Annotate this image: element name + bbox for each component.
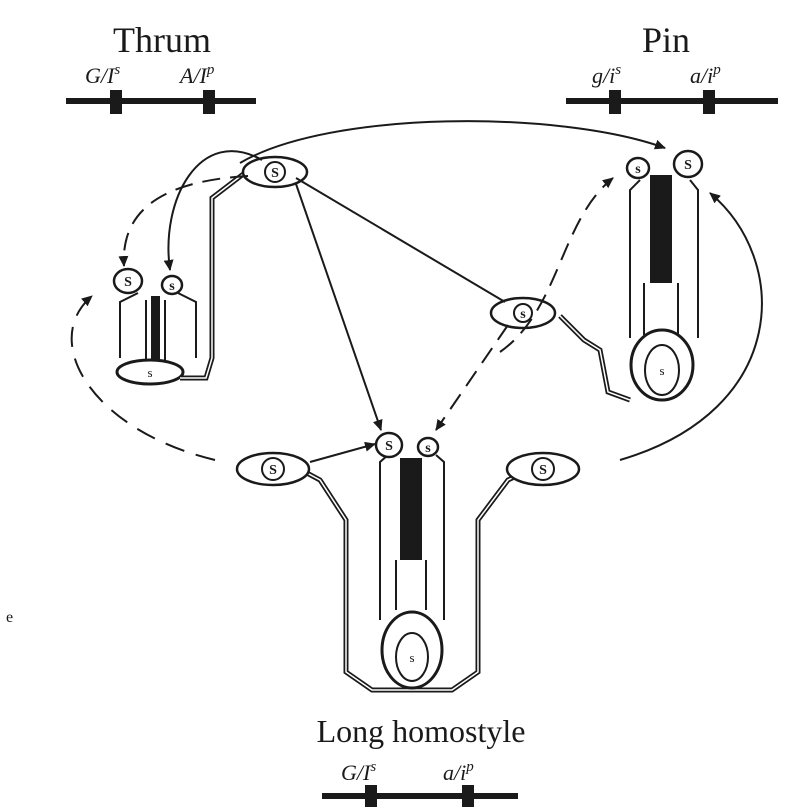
svg-text:s: s (147, 365, 152, 380)
pin-chromosome (566, 90, 778, 114)
thrum-title: Thrum (113, 20, 211, 60)
arrow-homostyle-to-pin (620, 193, 762, 460)
pin-header: Pin g/is a/ip (566, 20, 778, 114)
arrow-thrum-arc-to-pin (240, 121, 665, 163)
homostyle-allele-right: a/ip (443, 759, 474, 785)
thrum-pollen-source: S (243, 157, 307, 187)
pin-pollen-source: s (491, 298, 555, 328)
svg-text:S: S (684, 158, 692, 173)
thrum-allele-left: G/Is (85, 62, 120, 88)
pin-flower: s s S (560, 151, 702, 400)
arrow-pin-to-homostyle (436, 325, 508, 430)
thrum-style (151, 296, 160, 368)
homostyle-style (400, 458, 422, 560)
svg-text:S: S (124, 275, 132, 290)
svg-text:S: S (539, 463, 547, 478)
svg-text:s: s (659, 363, 664, 378)
thrum-chromosome (66, 90, 256, 114)
svg-text:s: s (520, 307, 526, 322)
stray-character: e (6, 609, 13, 626)
thrum-header: Thrum G/Is A/Ip (66, 20, 256, 114)
svg-text:s: s (409, 650, 414, 665)
thrum-allele-right: A/Ip (178, 62, 215, 88)
pin-allele-left: g/is (592, 62, 621, 88)
svg-text:S: S (271, 166, 279, 181)
homostyle-pollen-source-left: S (237, 453, 309, 485)
homostyle-chromosome (322, 785, 518, 807)
homostyle-flower: s S s (305, 433, 525, 690)
thrum-flower: s S s (114, 172, 246, 384)
svg-text:s: s (169, 279, 175, 294)
pin-style (650, 175, 672, 283)
pin-title: Pin (642, 20, 690, 60)
svg-text:s: s (635, 162, 641, 177)
arrow-pin-source-line (296, 178, 505, 302)
arrow-thrum-loop-top (124, 176, 248, 266)
homostyle-title: Long homostyle (317, 713, 526, 749)
svg-text:S: S (385, 439, 393, 454)
arrow-homostyle-left (310, 444, 375, 462)
homostyle-pollen-source-right: S (507, 453, 579, 485)
homostyle-allele-left: G/Is (341, 759, 376, 785)
pin-allele-right: a/ip (690, 62, 721, 88)
homostyle-header: Long homostyle G/Is a/ip (317, 713, 526, 807)
svg-text:s: s (425, 441, 431, 456)
svg-text:S: S (269, 463, 277, 478)
